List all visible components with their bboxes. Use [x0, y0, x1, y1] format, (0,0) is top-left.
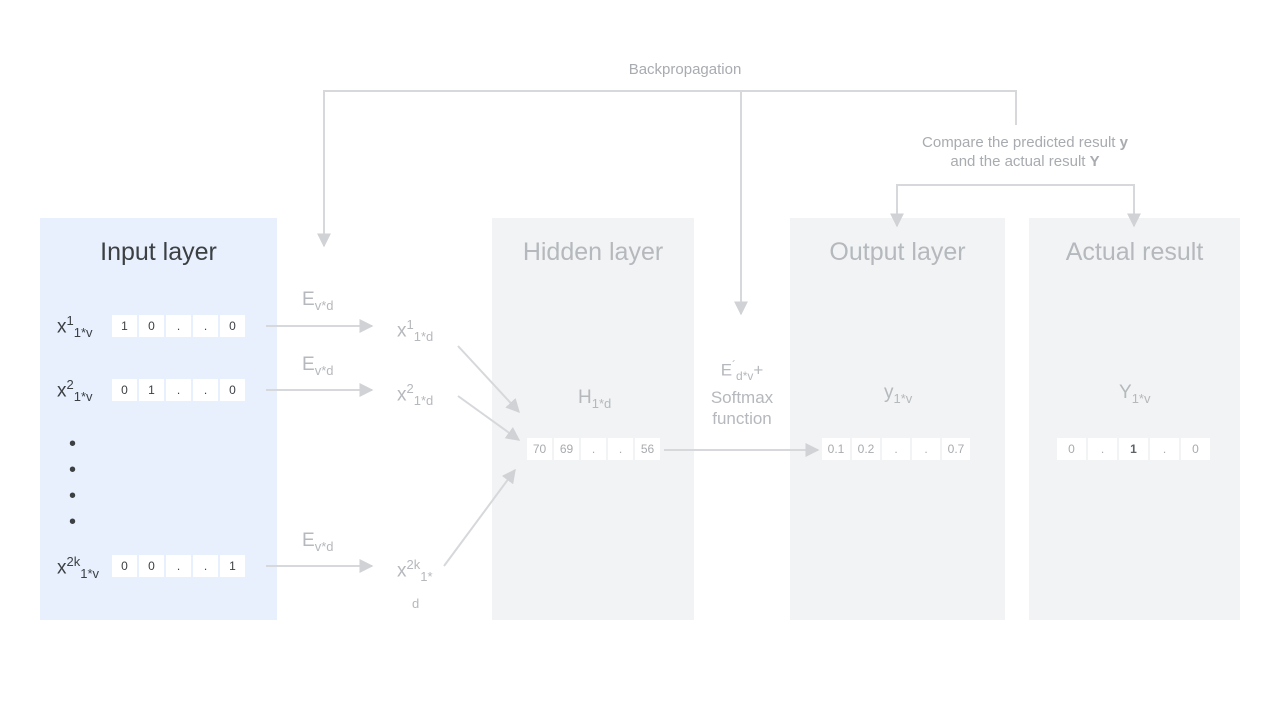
transform-line2: Softmax	[710, 388, 774, 408]
output-layer-panel: Output layer	[790, 218, 1005, 620]
output-var: y1*v	[884, 382, 913, 406]
actual-result-panel: Actual result	[1029, 218, 1240, 620]
vector-cell: .	[1150, 438, 1179, 460]
compare-label: Compare the predicted result y and the a…	[880, 133, 1170, 171]
hidden-arrow-3	[443, 468, 516, 567]
vector-cell: .	[882, 438, 910, 460]
vector-cell: .	[166, 315, 191, 337]
transform-line3: function	[712, 409, 772, 429]
embedding-label-2: Ev*d	[302, 354, 334, 378]
vector-cell: 1	[139, 379, 164, 401]
hidden-arrow-1	[457, 345, 520, 414]
vector-cell: 0	[1057, 438, 1086, 460]
hidden-vector: 70 69 . . 56	[527, 438, 660, 460]
backprop-line	[317, 90, 1017, 248]
backpropagation-label: Backpropagation	[628, 61, 742, 78]
embedded-var-2k: x2k1*	[397, 557, 433, 585]
ellipsis-dot: •	[69, 433, 77, 455]
input-var-1: x11*v	[57, 313, 93, 341]
embedded-var-1: x11*d	[397, 317, 434, 345]
vector-cell: 0.1	[822, 438, 850, 460]
vector-cell: 0.2	[852, 438, 880, 460]
vector-cell: 0	[112, 379, 137, 401]
hidden-layer-panel: Hidden layer	[492, 218, 694, 620]
ellipsis-dot: •	[69, 459, 77, 481]
actual-var: Y1*v	[1119, 382, 1151, 406]
input-vector-1: 1 0 . . 0	[112, 315, 245, 337]
vector-cell: .	[166, 379, 191, 401]
vector-cell: .	[193, 555, 218, 577]
transform-label: E´d*v+ Softmax function	[700, 355, 784, 429]
hidden-var: H1*d	[578, 387, 612, 411]
output-vector: 0.1 0.2 . . 0.7	[822, 438, 970, 460]
vector-cell: 0	[220, 315, 245, 337]
vector-cell: 1	[112, 315, 137, 337]
compare-arrow-actual	[1016, 184, 1141, 228]
vector-cell: 0	[139, 555, 164, 577]
vector-cell: .	[912, 438, 940, 460]
input-vector-2k: 0 0 . . 1	[112, 555, 245, 577]
compare-line2-bold: Y	[1089, 153, 1100, 170]
embedded-var-2: x21*d	[397, 381, 434, 409]
vector-cell: 0.7	[942, 438, 970, 460]
embedding-label-3: Ev*d	[302, 530, 334, 554]
input-var-2k: x2k1*v	[57, 554, 100, 582]
vector-cell: 0	[220, 379, 245, 401]
vector-cell: 0	[1181, 438, 1210, 460]
embedded-var-2k-sub-wrap: d	[412, 596, 420, 611]
compare-line1-text: Compare the predicted result	[922, 134, 1120, 151]
vector-cell: .	[1088, 438, 1117, 460]
vector-cell: 0	[112, 555, 137, 577]
vector-cell: 70	[527, 438, 552, 460]
compare-line1-bold: y	[1119, 134, 1128, 151]
vector-cell: 56	[635, 438, 660, 460]
vector-cell: .	[166, 555, 191, 577]
vector-cell: 1	[1119, 438, 1148, 460]
actual-vector: 0 . 1 . 0	[1057, 438, 1210, 460]
input-layer-panel: Input layer	[40, 218, 277, 620]
hidden-arrow-2	[457, 395, 521, 441]
vector-cell: 69	[554, 438, 579, 460]
vector-cell: .	[608, 438, 633, 460]
actual-result-title: Actual result	[1065, 238, 1204, 266]
input-var-2: x21*v	[57, 377, 93, 405]
input-layer-title: Input layer	[100, 238, 217, 266]
vector-cell: .	[193, 379, 218, 401]
compare-arrow-output	[890, 184, 1016, 228]
vector-cell: 1	[220, 555, 245, 577]
vector-cell: .	[581, 438, 606, 460]
vector-cell: .	[193, 315, 218, 337]
ellipsis-dot: •	[69, 511, 77, 533]
hidden-layer-title: Hidden layer	[522, 238, 664, 266]
embedding-label-1: Ev*d	[302, 289, 334, 313]
input-vector-2: 0 1 . . 0	[112, 379, 245, 401]
ellipsis-dot: •	[69, 485, 77, 507]
vector-cell: 0	[139, 315, 164, 337]
compare-line2-text: and the actual result	[950, 153, 1090, 170]
output-layer-title: Output layer	[829, 238, 966, 266]
